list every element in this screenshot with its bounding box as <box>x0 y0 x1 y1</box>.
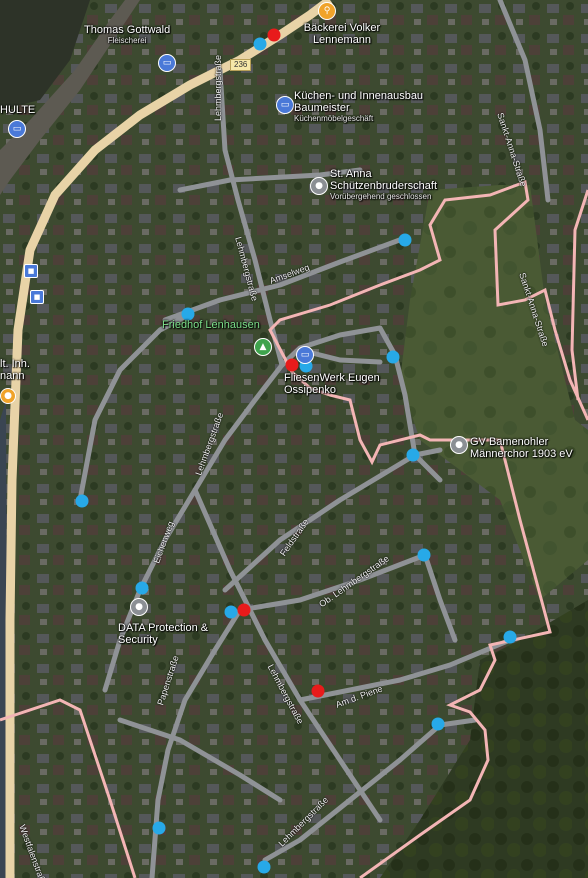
red-marker[interactable] <box>267 28 281 42</box>
railway-strip <box>0 0 140 195</box>
meadow-east <box>400 185 588 600</box>
place-label[interactable]: Thomas Gottwald Fleischerei <box>84 24 170 46</box>
place-label[interactable]: GV Bamenohler Männerchor 1903 eV <box>470 436 588 460</box>
place-category: Küchenmöbelgeschäft <box>294 114 374 123</box>
blue-marker[interactable] <box>417 548 431 562</box>
shopping-basket-icon[interactable]: ▭ <box>296 346 314 364</box>
district-boundary <box>0 179 588 878</box>
pin-icon[interactable]: ● <box>450 436 468 454</box>
place-label[interactable]: Küchen- und Innenausbau Baumeister Küche… <box>294 90 424 124</box>
place-name: GV Bamenohler Männerchor 1903 eV <box>470 436 573 460</box>
place-category: Fleischerei <box>107 36 147 45</box>
blue-marker[interactable] <box>406 448 420 462</box>
shopping-basket-icon[interactable]: ▭ <box>158 54 176 72</box>
shopping-basket-icon[interactable]: ▭ <box>8 120 26 138</box>
place-name: FliesenWerk Eugen Ossipenko <box>284 372 380 396</box>
shopping-basket-icon[interactable]: ▭ <box>276 96 294 114</box>
edge-text: nann <box>0 370 25 382</box>
place-label[interactable]: Friedhof Lenhausen <box>162 319 260 331</box>
blue-marker[interactable] <box>224 605 238 619</box>
bus-stop-icon: ■ <box>30 290 44 304</box>
blue-marker[interactable] <box>431 717 445 731</box>
blue-marker[interactable] <box>135 581 149 595</box>
tree-icon[interactable]: ▲ <box>254 338 272 356</box>
place-name: HULTE <box>0 104 36 116</box>
blue-marker[interactable] <box>386 350 400 364</box>
red-marker[interactable] <box>237 603 251 617</box>
blue-marker[interactable] <box>181 307 195 321</box>
forest-northwest <box>0 0 90 110</box>
blue-marker[interactable] <box>253 37 267 51</box>
place-label[interactable]: Bäckerei Volker Lennemann <box>292 22 392 46</box>
marker-layer <box>75 28 517 874</box>
pin-icon[interactable]: ● <box>130 598 148 616</box>
place-name: St. Anna Schützenbruderschaft <box>330 168 438 192</box>
route-shield-236: 236 <box>230 59 252 71</box>
place-name: Küchen- und Innenausbau Baumeister <box>294 90 424 114</box>
blue-marker[interactable] <box>257 860 271 874</box>
red-marker[interactable] <box>285 358 299 372</box>
place-name: Friedhof Lenhausen <box>162 319 260 331</box>
blue-marker[interactable] <box>503 630 517 644</box>
place-label[interactable]: St. Anna Schützenbruderschaft Vorübergeh… <box>330 168 470 202</box>
edge-label: lt. Inh. nann <box>0 358 30 382</box>
edge-text: lt. Inh. <box>0 358 30 370</box>
pin-icon: ● <box>0 388 16 404</box>
blue-marker[interactable] <box>75 494 89 508</box>
place-label[interactable]: DATA Protection & Security <box>118 622 218 646</box>
forest-southeast <box>380 600 588 878</box>
street-label: Lehmbergstraße <box>213 54 223 121</box>
place-name: Bäckerei Volker Lennemann <box>303 22 381 46</box>
blue-marker[interactable] <box>152 821 166 835</box>
red-marker[interactable] <box>311 684 325 698</box>
blue-marker[interactable] <box>398 233 412 247</box>
place-category: Vorübergehend geschlossen <box>330 192 432 201</box>
pin-icon[interactable]: ● <box>310 177 328 195</box>
place-name: DATA Protection & Security <box>118 622 209 646</box>
place-label[interactable]: HULTE <box>0 104 35 116</box>
bus-stop-icon: ■ <box>24 264 38 278</box>
fork-knife-icon[interactable]: ⚲ <box>318 2 336 20</box>
place-label[interactable]: FliesenWerk Eugen Ossipenko <box>284 372 384 396</box>
place-name: Thomas Gottwald <box>84 24 171 36</box>
